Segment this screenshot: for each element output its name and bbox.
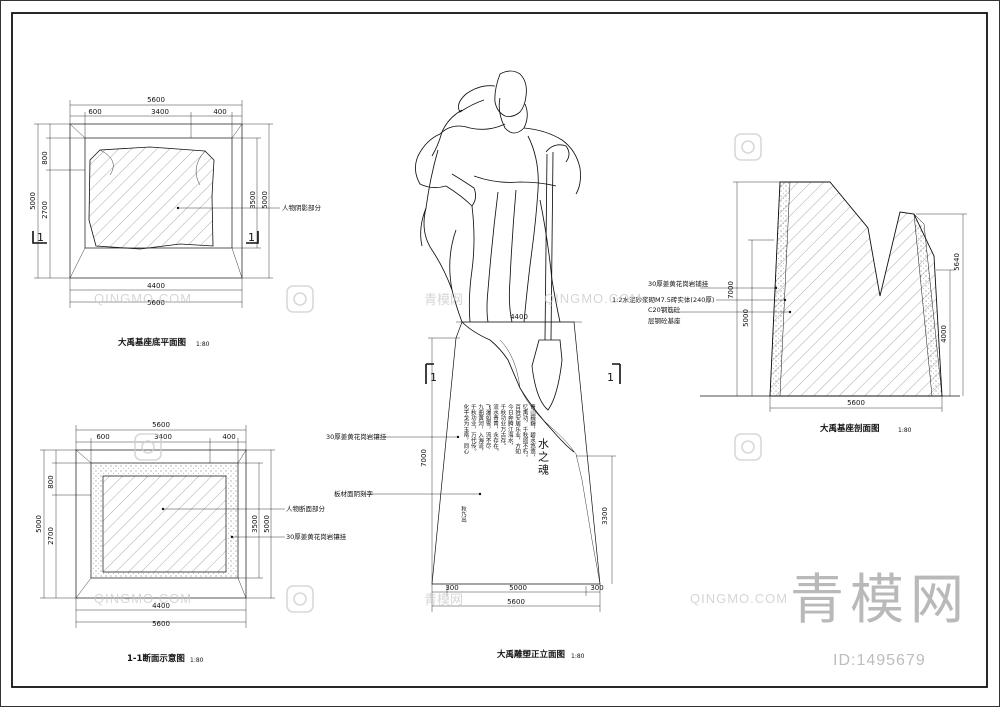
plan-title: 大禹基座底平面图 <box>118 337 186 348</box>
watermark-brand-cn-2: 青模网 <box>424 592 463 607</box>
plan-scale: 1:80 <box>196 341 210 348</box>
profile-view: 7000 5000 5640 4000 5600 30厚姜黄花岗岩铺挂 1:2水… <box>612 181 967 434</box>
plan-outer-rect <box>69 123 243 279</box>
elevation-title: 大禹雕塑正立面图 <box>497 649 565 660</box>
plan-section-mark-left: 1 <box>37 231 44 244</box>
profile-callout-3: C20钢筋砼 <box>648 305 681 314</box>
plan-inner-rect <box>84 137 233 249</box>
plan-callout: 人物阴影部分 <box>282 203 322 212</box>
elevation-dim-bottom-total: 5600 <box>507 598 525 606</box>
section-title: 1-1断面示意图 <box>127 653 185 664</box>
section-dim-right-inner: 3500 <box>251 515 259 533</box>
inscription-column: 千秋功业万古存。 <box>499 403 506 449</box>
elevation-view: 4400 7000 3300 300 5000 300 5600 1 1 30厚… <box>326 70 621 660</box>
profile-scale: 1:80 <box>898 427 912 434</box>
profile-dim-right-outer: 5640 <box>953 253 961 271</box>
inscription-signature: 秋乃出 <box>460 505 467 524</box>
section-dim-left-seg-2: 2700 <box>47 527 55 545</box>
plan-dim-left-total: 5000 <box>29 192 37 210</box>
section-dim-top-seg-2: 3400 <box>154 433 172 441</box>
watermark-brand-latin-1: QINGMO.COM <box>94 291 192 306</box>
elevation-dim-height: 7000 <box>420 449 428 467</box>
plan-figure-shadow <box>88 146 215 250</box>
section-cladding-band <box>91 463 238 578</box>
watermark-layer: 青模网 QINGMO.COM QINGMO.COM QINGMO.COM QIN… <box>94 133 788 613</box>
elevation-callout-engraving: 板材面阴刻字 <box>334 489 374 498</box>
dayu-figure <box>415 70 581 453</box>
watermark-brand-latin-3: QINGMO.COM <box>94 591 192 606</box>
sheet-inner-border <box>11 12 988 688</box>
profile-dim-bottom: 5600 <box>847 399 865 407</box>
inscription-column: 百姓安居乐业，方知 <box>514 404 521 456</box>
section-view: 5600 600 3400 400 4400 5600 5000 800 270… <box>35 421 347 664</box>
profile-callout-1: 30厚姜黄花岗岩铺挂 <box>648 279 709 288</box>
inscription-column: 九曲黄河，入海流， <box>477 403 484 454</box>
watermark-id: ID:1495679 <box>833 652 926 669</box>
elevation-dim-bottom-seg-1: 300 <box>445 584 458 592</box>
inscription-title: 水之魂 <box>537 438 550 477</box>
plan-dim-right-total: 5000 <box>261 191 269 209</box>
elevation-base-outline <box>431 321 601 585</box>
inscription-column: 流水青青，永存在。 <box>492 403 499 454</box>
plan-dim-top-seg-3: 400 <box>213 108 226 116</box>
watermark-brand-latin-4: QINGMO.COM <box>690 591 788 606</box>
section-dim-bottom-total: 5600 <box>152 620 170 628</box>
section-dim-bottom-inner: 4400 <box>152 602 170 610</box>
inscription-column: 飞瀑如雪，流不尽 <box>485 404 492 450</box>
elevation-dim-right: 3300 <box>601 507 609 525</box>
plan-dim-left-seg-1: 800 <box>41 151 49 164</box>
section-scale: 1:80 <box>190 657 204 664</box>
elevation-callout-cladding: 30厚姜黄花岗岩镶挂 <box>326 432 387 441</box>
section-dim-top-seg-1: 600 <box>96 433 109 441</box>
section-callout-cladding: 30厚姜黄花岗岩镶挂 <box>286 532 347 541</box>
elevation-scale: 1:80 <box>571 653 585 660</box>
plan-dim-top-seg-2: 3400 <box>151 108 169 116</box>
watermark-brand-logo <box>134 133 762 613</box>
inscription-column: 青山巍巍，碧水悠悠， <box>529 403 536 460</box>
plan-dim-bottom-inner: 4400 <box>147 282 165 290</box>
section-callout-figure: 人物断面部分 <box>286 504 326 513</box>
section-dim-left-total: 5000 <box>35 515 43 533</box>
section-figure-cut <box>102 475 227 573</box>
inscription-column: 今日奔腾江海水， <box>507 403 514 449</box>
plan-dim-left-seg-2: 2700 <box>41 201 49 219</box>
inscription-block: 青山巍巍，碧水悠悠，忆禹功，千秋颂不朽。百姓安居乐业，方知今日奔腾江海水，千秋功… <box>462 403 535 460</box>
profile-callout-2: 1:2水泥砂浆砌M7.5砖实体(240厚) <box>612 295 714 304</box>
profile-dim-left-inner: 5000 <box>742 309 750 327</box>
profile-callout-4: 层钢砼基座 <box>648 316 681 325</box>
watermark-brand-latin-2: QINGMO.COM <box>544 291 642 306</box>
plan-view: 5600 600 3400 400 4400 5600 5000 800 270… <box>29 96 322 348</box>
watermark-brand-cn-1: 青模网 <box>424 292 463 307</box>
watermark-large-cn: 青模网 <box>790 570 970 630</box>
section-dim-right-total: 5000 <box>263 515 271 533</box>
section-dim-top-total: 5600 <box>152 421 170 429</box>
inscription-column: 化干戈为玉帛，同心 <box>462 403 469 455</box>
section-dim-left-seg-1: 800 <box>47 475 55 488</box>
elevation-dim-bottom-seg-2: 5000 <box>509 584 527 592</box>
section-dim-top-seg-3: 400 <box>222 433 235 441</box>
elevation-dim-bottom-seg-3: 300 <box>590 584 603 592</box>
plan-dim-right-inner: 3500 <box>249 191 257 209</box>
plan-dim-top-seg-1: 600 <box>88 108 101 116</box>
elevation-section-mark-right: 1 <box>607 371 614 384</box>
profile-dim-right-inner: 4000 <box>940 325 948 343</box>
inscription-column: 千秋功业，万代传。 <box>470 403 477 454</box>
plan-dim-top-total: 5600 <box>147 96 165 104</box>
profile-title: 大禹基座剖面图 <box>820 423 880 434</box>
plan-dim-bottom-total: 5600 <box>147 299 165 307</box>
elevation-section-mark-left: 1 <box>430 371 437 384</box>
inscription-column: 忆禹功，千秋颂不朽。 <box>522 403 529 460</box>
profile-dim-left-outer: 7000 <box>727 281 735 299</box>
elevation-dim-top: 4400 <box>510 313 528 321</box>
plan-section-mark-right: 1 <box>248 231 255 244</box>
